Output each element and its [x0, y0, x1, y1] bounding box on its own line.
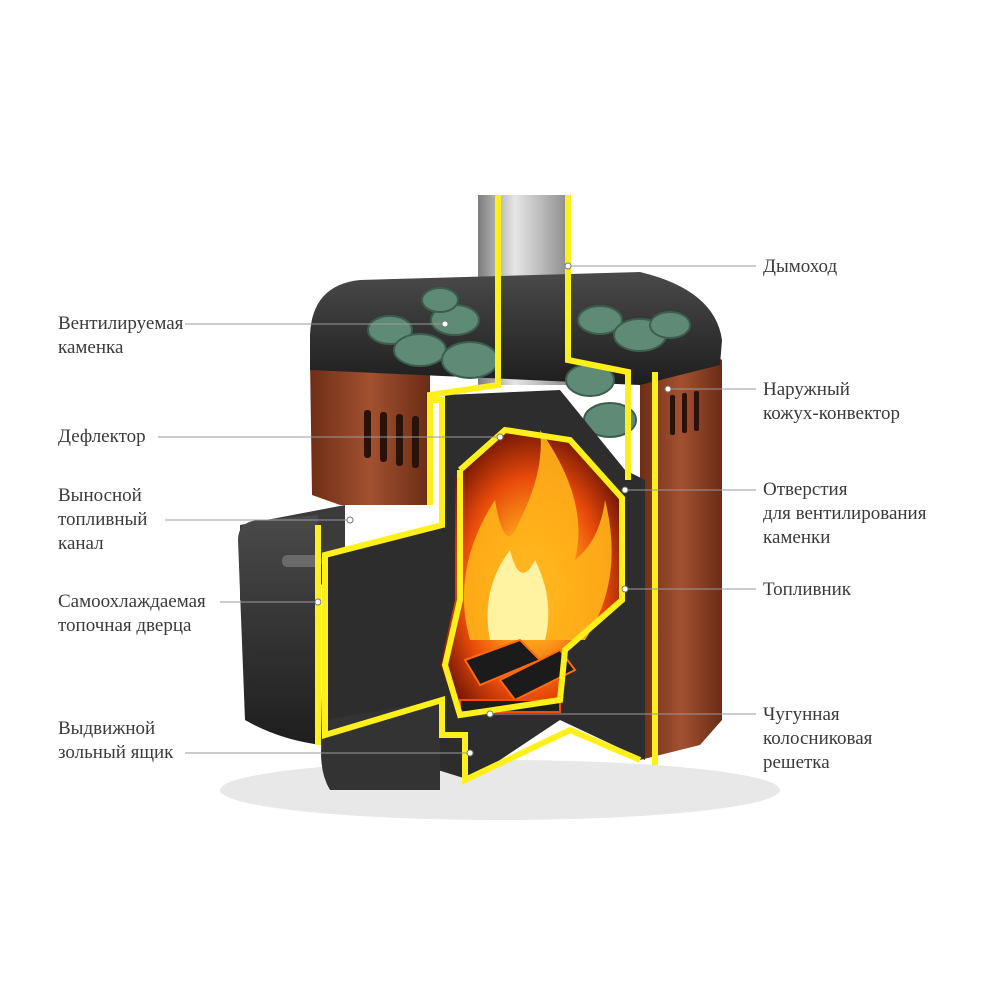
ash-box: [321, 700, 440, 790]
outer-casing-body: [640, 345, 722, 760]
label-door: Самоохлаждаемая топочная дверца: [58, 591, 206, 636]
label-fuel-channel: Выносной топливный канал: [58, 485, 148, 554]
section-outline: [315, 195, 658, 785]
door-handle: [282, 555, 322, 567]
label-ash-box: Выдвижной зольный ящик: [58, 718, 174, 763]
leader-dots: [314, 262, 672, 757]
label-grate: Чугунная колосниковая решетка: [763, 704, 873, 773]
label-ventilated-stove: Вентилируемая каменка: [58, 313, 184, 358]
label-vent-openings: Отверстия для вентилирования каменки: [763, 479, 927, 548]
fireplace-door: [238, 515, 322, 745]
floor-shadow: [220, 760, 780, 820]
label-outer-casing: Наружный кожух-конвектор: [763, 379, 901, 424]
label-chimney: Дымоход: [763, 256, 838, 277]
label-firebox: Топливник: [763, 579, 852, 600]
fire-flames: [463, 430, 612, 640]
firewood-logs: [463, 638, 577, 702]
leader-lines: [158, 265, 756, 754]
label-deflector: Дефлектор: [58, 426, 146, 447]
